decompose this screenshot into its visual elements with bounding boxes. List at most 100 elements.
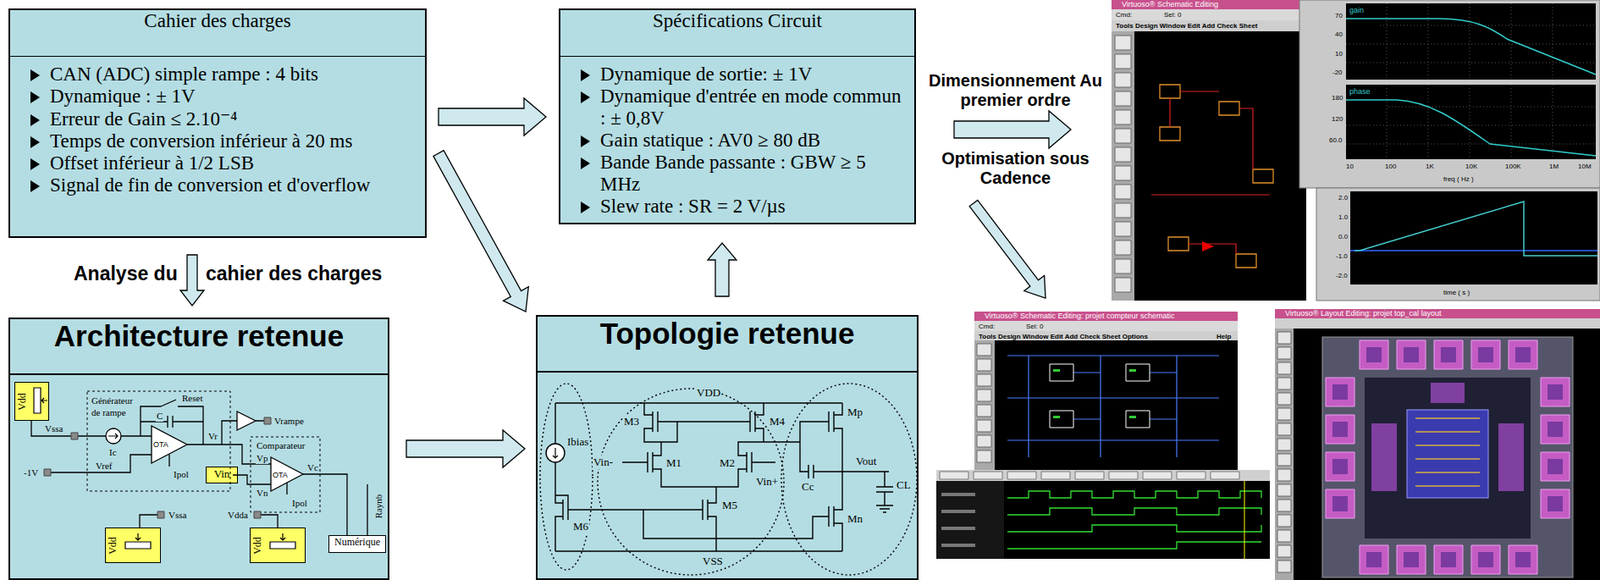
label: 1.0: [1338, 212, 1348, 222]
label: M1: [665, 456, 683, 470]
label: Comparateur: [255, 439, 306, 452]
label: Vin+: [755, 474, 779, 489]
label: 40: [1335, 29, 1343, 39]
window-title: Virtuoso® Schematic Editing: [1121, 0, 1219, 10]
block-arrow: [954, 110, 1071, 149]
label: Vssa: [44, 422, 64, 435]
gain-curve: [1346, 18, 1596, 75]
signal-name: [941, 492, 976, 547]
label: Ic: [108, 446, 118, 458]
current-source: [546, 443, 565, 463]
label: Analyse du: [73, 262, 178, 285]
rotated-text: Vdd: [16, 392, 28, 411]
bullet-row: Dynamique d'entrée en mode commun : ± 0,…: [580, 85, 905, 130]
label: -1V: [22, 466, 39, 479]
label: C: [155, 409, 164, 422]
chip-core-area: [1364, 377, 1531, 539]
bullet-row: Dynamique de sortie: ± 1V: [580, 63, 905, 86]
plot-area: [1346, 84, 1596, 160]
edge-label: Dimensionnement Au premier ordre: [928, 71, 1103, 111]
bullet-row: Gain statique : AV0 ≥ 80 dB: [580, 129, 905, 152]
label: CL: [895, 478, 912, 492]
label: Ibias: [566, 435, 590, 449]
pad-inner: [1332, 347, 1563, 568]
box-text: Vin: [206, 467, 238, 481]
label: M4: [768, 414, 786, 429]
canvas: [1134, 31, 1307, 301]
bullet-marker: [30, 180, 40, 193]
panel-heading: Spécifications Circuit: [560, 10, 915, 57]
canvas: [1293, 328, 1600, 580]
waveform-window: [936, 469, 1270, 559]
bullet-text: Dynamique : ± 1V: [49, 85, 196, 108]
label: 180: [1331, 93, 1343, 103]
plot-window: [1316, 187, 1600, 301]
digital-box: Numérique: [328, 535, 387, 553]
label: Vdda: [226, 508, 249, 521]
bullet-marker: [30, 69, 40, 82]
label: OTA: [153, 439, 169, 450]
label: Reset: [181, 391, 204, 404]
label: M5: [721, 498, 739, 513]
bullet-row: Dynamique : ± 1V: [30, 85, 415, 108]
label: phase: [1349, 86, 1371, 97]
phase-curve: [1346, 99, 1596, 156]
window-title: Virtuoso® Schematic Editing: projet comp…: [984, 311, 1176, 321]
title-bar: [974, 311, 1238, 321]
schematic-part: [1159, 84, 1274, 268]
bullet-text: Temps de conversion inférieur à 20 ms: [49, 130, 353, 153]
bullet-marker: [30, 91, 40, 104]
block-arrow: [969, 199, 1046, 298]
block-arrow: [707, 242, 737, 297]
label: 100: [1384, 161, 1396, 172]
block-arrow: [180, 254, 205, 306]
label: Cmd:: [1115, 10, 1132, 20]
bullet-row: Bande Bande passante : GBW ≥ 5 MHz: [580, 151, 905, 196]
pad: [1325, 340, 1570, 574]
label: 60.0: [1329, 135, 1343, 145]
bullet-text: Offset inférieur à 1/2 LSB: [49, 152, 254, 175]
bullet-row: Temps de conversion inférieur à 20 ms: [30, 130, 415, 153]
bullet-row: Slew rate : SR = 2 V/µs: [580, 195, 905, 218]
bullet-text: Slew rate : SR = 2 V/µs: [600, 195, 786, 218]
title-bar: [1111, 0, 1307, 10]
label: Ipol: [172, 468, 190, 480]
bullet-text: Gain statique : AV0 ≥ 80 dB: [600, 129, 821, 152]
toolbar: [936, 469, 1270, 481]
bullet-text: Dynamique d'entrée en mode commun : ± 0,…: [600, 85, 905, 130]
bullet-list: Dynamique de sortie: ± 1VDynamique d'ent…: [560, 56, 915, 218]
window: [1111, 0, 1307, 301]
menu-bar: [1274, 318, 1600, 329]
label: 120: [1331, 114, 1343, 124]
label: 10K: [1465, 161, 1478, 172]
bullet-row: Signal de fin de conversion et d'overflo…: [30, 174, 415, 197]
label: 10M: [1577, 161, 1592, 172]
core-block: [1406, 409, 1489, 498]
bullet-row: CAN (ADC) simple rampe : 4 bits: [30, 63, 415, 86]
label: freq ( Hz ): [1443, 174, 1474, 184]
bullet-text: Dynamique de sortie: ± 1V: [600, 63, 812, 86]
bullet-text: Signal de fin de conversion et d'overflo…: [49, 174, 370, 197]
metal-line: [1415, 418, 1480, 486]
label: VDD: [695, 386, 722, 400]
gate-mark: [1053, 369, 1137, 419]
current-source: [105, 428, 122, 444]
label: Vssa: [167, 508, 188, 521]
current-arrow: [108, 433, 118, 439]
label: M6: [572, 519, 590, 534]
label: Vr: [207, 430, 219, 442]
reference-trace: [1350, 249, 1598, 252]
input-box: Vin: [205, 466, 238, 484]
label: 70: [1335, 11, 1343, 21]
signal-column: [936, 480, 1005, 559]
edge-label: Optimisation sous Cadence: [928, 148, 1103, 188]
label: Mp: [846, 405, 864, 420]
tool-icon: [976, 343, 992, 463]
architecture-panel: Architecture retenueVddVinVddVddNumériqu…: [8, 317, 390, 580]
plot-area: [1346, 3, 1596, 80]
label: Sel: 0: [1164, 10, 1181, 20]
rotated-text: Vdd: [251, 536, 263, 555]
bullet-marker: [580, 157, 591, 170]
label: Générateur de rampe: [90, 394, 140, 419]
label: gain: [1349, 5, 1364, 16]
